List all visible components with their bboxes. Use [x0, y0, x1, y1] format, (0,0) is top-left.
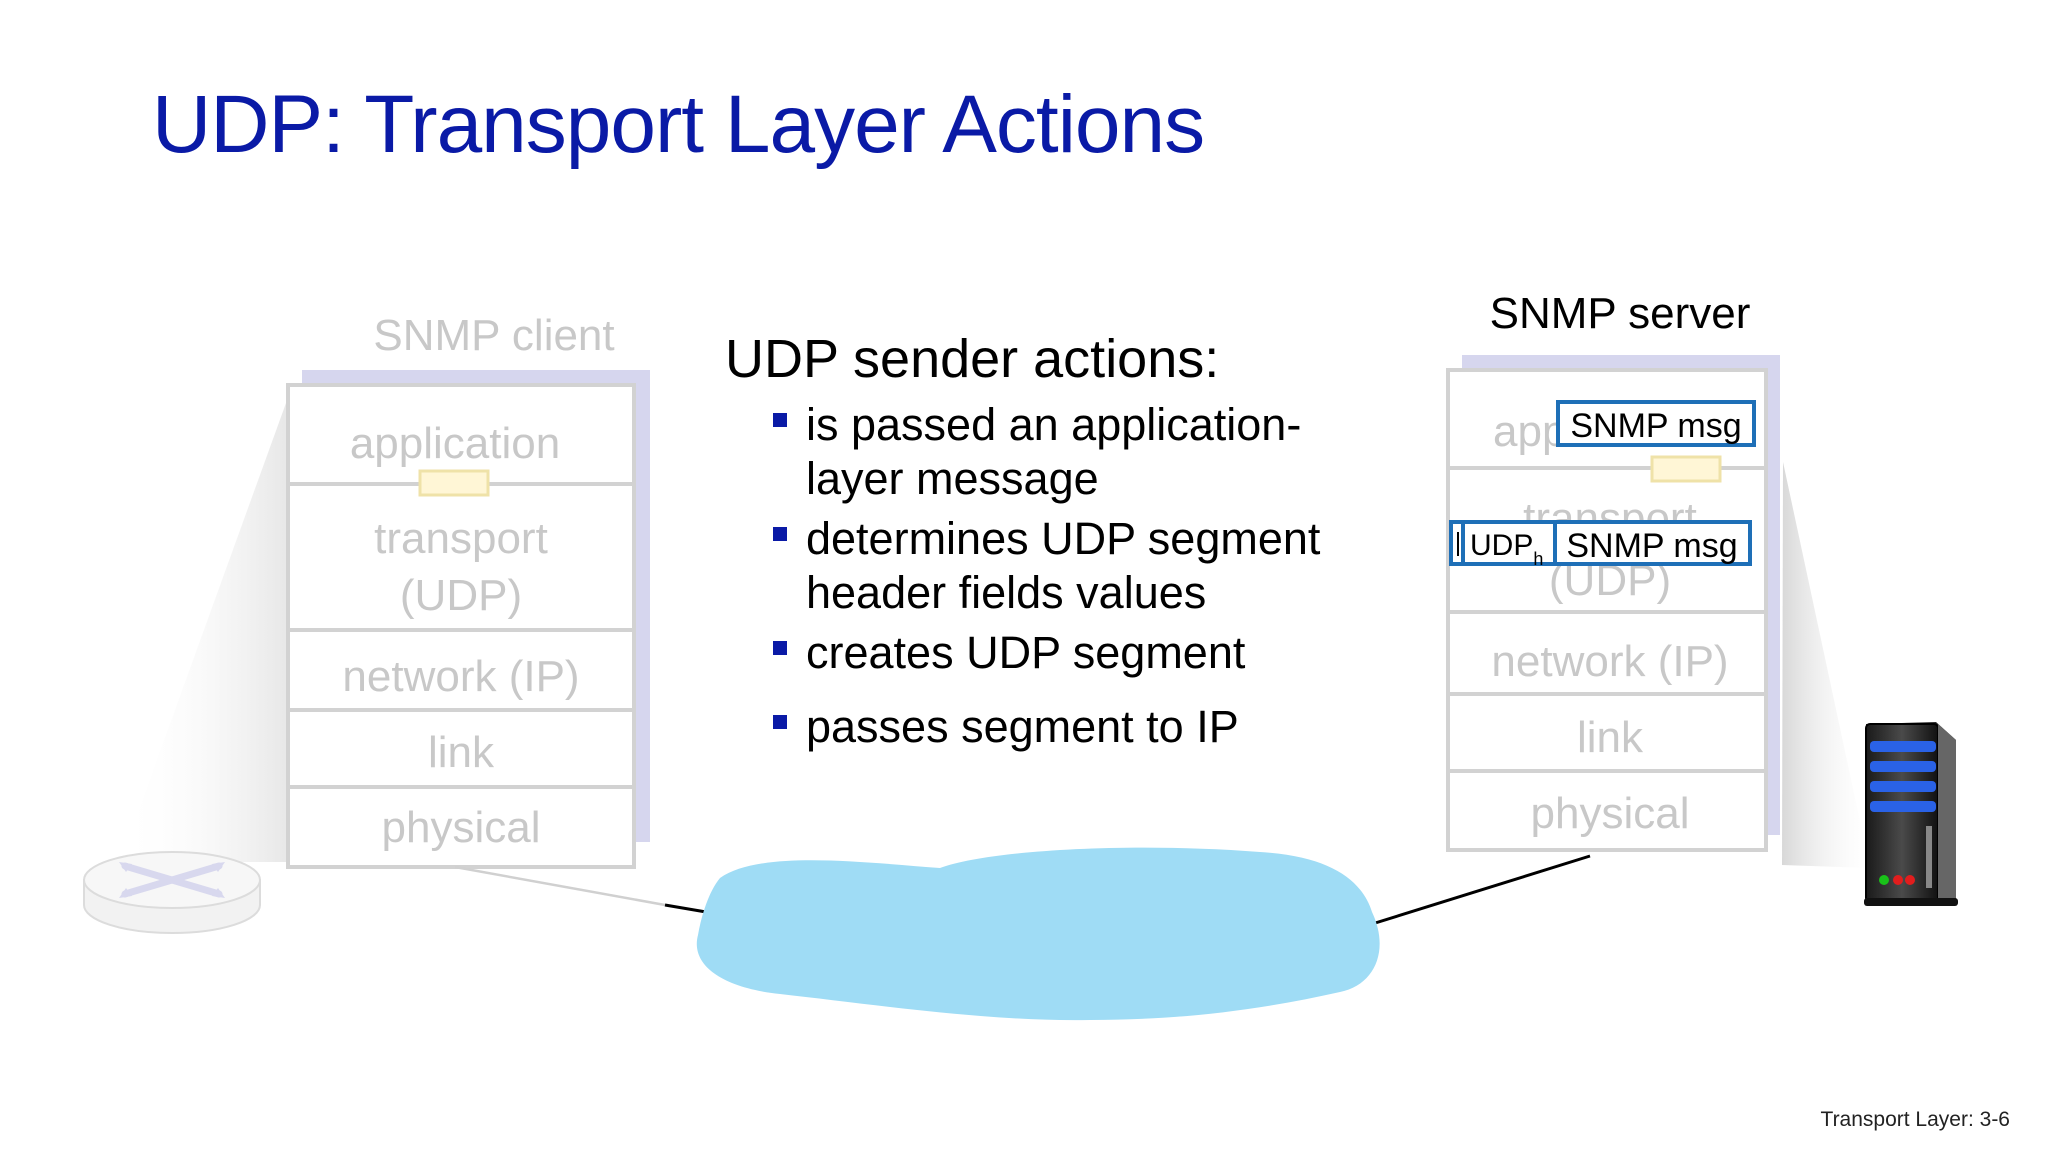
client-projection: [120, 392, 292, 862]
udp-payload-text: SNMP msg: [1566, 527, 1737, 565]
udp-header-text: UDPh: [1470, 529, 1543, 569]
slide-footer: Transport Layer: 3-6: [1820, 1108, 2010, 1131]
server-layer-physical: physical: [1531, 789, 1690, 838]
page-title: UDP: Transport Layer Actions: [152, 79, 1205, 170]
server-projection: [1782, 462, 1870, 868]
router-icon: [83, 851, 261, 934]
server-message-icon: [1650, 455, 1722, 483]
server-label: SNMP server: [1490, 289, 1751, 338]
sender-actions-heading: UDP sender actions:: [725, 329, 1220, 389]
client-message-icon: [418, 469, 490, 497]
client-link-faded: [454, 865, 666, 907]
bullet-item: determines UDP segment header fields val…: [725, 512, 1405, 620]
bullet-item: is passed an application- layer message: [725, 398, 1405, 506]
sender-actions: UDP sender actions: is passed an applica…: [725, 328, 1405, 754]
client-layer-link: link: [428, 728, 495, 777]
server-layer-link: link: [1577, 713, 1644, 762]
client-layer-udp: (UDP): [400, 571, 522, 620]
bullet-square-icon: [773, 715, 787, 729]
server-icon: [1864, 722, 1958, 906]
server-layer-network: network (IP): [1491, 637, 1728, 686]
bullet-square-icon: [773, 527, 787, 541]
client-layer-application: application: [350, 419, 560, 468]
client-label: SNMP client: [373, 311, 614, 360]
bullet-square-icon: [773, 413, 787, 427]
bullet-item: creates UDP segment: [725, 626, 1405, 680]
client-layer-transport: transport: [374, 514, 548, 563]
bullet-square-icon: [773, 641, 787, 655]
server-udp-segment: UDPh SNMP msg: [1449, 520, 1752, 569]
udp-header-box: [1461, 520, 1557, 566]
server-app-message-box: SNMP msg: [1556, 400, 1756, 447]
server-app-msg-text: SNMP msg: [1570, 407, 1741, 445]
client-protocol-stack: [286, 370, 650, 869]
network-cloud-icon: [696, 847, 1380, 1021]
bullet-item: passes segment to IP: [725, 700, 1405, 754]
server-layer-application: app: [1493, 407, 1566, 456]
client-layer-physical: physical: [382, 803, 541, 852]
client-layer-network: network (IP): [342, 652, 579, 701]
server-link: [1371, 854, 1591, 926]
